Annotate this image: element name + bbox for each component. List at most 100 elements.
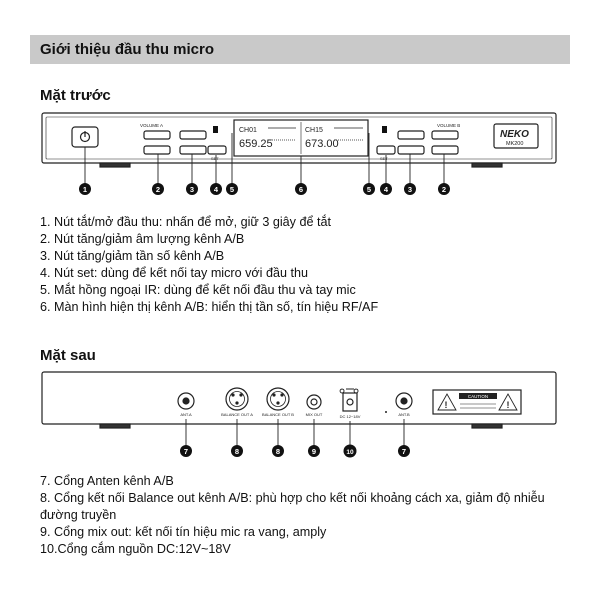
freq-a-up-button bbox=[179, 130, 207, 140]
back-callout-markers bbox=[180, 444, 410, 458]
balance-out-a-label: BALANCE OUT A bbox=[221, 412, 253, 417]
volume-b-up-button bbox=[431, 130, 459, 140]
dc-polarity-icon bbox=[339, 388, 359, 394]
ir-eye-a bbox=[213, 126, 218, 133]
display-freq-b: 673.00 bbox=[305, 138, 339, 150]
callout-number: 5 bbox=[230, 185, 234, 194]
front-section-title: Mặt trước bbox=[40, 87, 111, 104]
ir-eye-b bbox=[382, 126, 387, 133]
volume-b-down-button bbox=[431, 145, 459, 155]
callout-number: 2 bbox=[442, 185, 446, 194]
caution-text: CAUTION bbox=[468, 394, 488, 399]
brand-logo: NEKO bbox=[500, 129, 529, 140]
volume-a-label: VOLUME A bbox=[140, 123, 163, 128]
page-title: Giới thiệu đầu thu micro bbox=[40, 41, 215, 58]
volume-a-down-button bbox=[143, 145, 171, 155]
mix-out-label: MIX OUT bbox=[306, 412, 323, 417]
callout-marker bbox=[398, 445, 410, 457]
callout-marker bbox=[308, 445, 320, 457]
callout-marker bbox=[272, 445, 284, 457]
mix-out-port bbox=[306, 394, 322, 410]
list-item: 3. Nút tăng/giảm tần số kênh A/B bbox=[40, 249, 225, 263]
list-item: 9. Cổng mix out: kết nối tín hiệu mic ra… bbox=[40, 525, 327, 539]
front-callout-markers bbox=[79, 183, 450, 195]
list-item: 10.Cổng cắm nguồn DC:12V~18V bbox=[40, 542, 231, 556]
callout-marker bbox=[186, 183, 198, 195]
warning-icon bbox=[498, 393, 518, 411]
balance-out-b-port bbox=[266, 387, 290, 411]
set-a-label: SET bbox=[211, 156, 219, 161]
list-item: 8. Cổng kết nối Balance out kênh A/B: ph… bbox=[40, 491, 545, 522]
balance-out-b-label: BALANCE OUT B bbox=[262, 412, 294, 417]
volume-b-label: VOLUME B bbox=[437, 123, 460, 128]
callout-number: 2 bbox=[156, 185, 160, 194]
dc-label: DC 12~18V bbox=[340, 414, 361, 419]
antenna-a-port bbox=[177, 392, 195, 410]
list-item: 7. Cổng Anten kênh A/B bbox=[40, 474, 174, 488]
callout-number: 4 bbox=[214, 185, 219, 194]
freq-b-down-button bbox=[397, 145, 425, 155]
back-section-title: Mặt sau bbox=[40, 347, 96, 364]
callout-marker bbox=[210, 183, 222, 195]
display-freq-a: 659.25 bbox=[239, 138, 273, 150]
front-feature-list: 1. Nút tắt/mở đầu thu: nhấn để mở, giữ 3… bbox=[40, 214, 378, 316]
foot-left bbox=[99, 162, 131, 168]
callout-marker bbox=[380, 183, 392, 195]
callout-number: 5 bbox=[367, 185, 371, 194]
callout-marker bbox=[152, 183, 164, 195]
set-b-button bbox=[376, 145, 396, 155]
callout-marker bbox=[295, 183, 307, 195]
freq-b-up-button bbox=[397, 130, 425, 140]
caution-label bbox=[432, 389, 522, 415]
display-channel-b: CH15 bbox=[305, 127, 323, 134]
dc-power-port bbox=[342, 392, 358, 412]
callout-number: 3 bbox=[190, 185, 194, 194]
svg-text:!: ! bbox=[507, 400, 510, 410]
ant-b-label: ANT.B bbox=[398, 412, 410, 417]
callout-number: 4 bbox=[384, 185, 389, 194]
callout-marker bbox=[404, 183, 416, 195]
callout-marker bbox=[226, 183, 238, 195]
ant-a-label: ANT.A bbox=[180, 412, 192, 417]
back-panel-body bbox=[41, 371, 557, 425]
header-bar bbox=[30, 35, 570, 64]
callout-number: 6 bbox=[299, 185, 303, 194]
volume-a-up-button bbox=[143, 130, 171, 140]
list-item: 1. Nút tắt/mở đầu thu: nhấn để mở, giữ 3… bbox=[40, 215, 331, 229]
set-a-button bbox=[207, 145, 227, 155]
list-item: 4. Nút set: dùng để kết nối tay micro vớ… bbox=[40, 266, 308, 280]
callout-marker bbox=[438, 183, 450, 195]
back-feature-list: 7. Cổng Anten kênh A/B 8. Cổng kết nối B… bbox=[40, 473, 550, 558]
callout-number: 8 bbox=[276, 447, 280, 456]
list-item: 6. Màn hình hiện thị kênh A/B: hiển thị … bbox=[40, 300, 379, 314]
foot-right bbox=[471, 162, 503, 168]
list-item: 5. Mắt hồng ngoại IR: dùng để kết nối đầ… bbox=[40, 283, 356, 297]
antenna-b-port bbox=[395, 392, 413, 410]
foot-right bbox=[471, 423, 503, 429]
callout-number: 7 bbox=[402, 447, 406, 456]
freq-a-down-button bbox=[179, 145, 207, 155]
callout-marker bbox=[363, 183, 375, 195]
set-b-label: SET bbox=[380, 156, 388, 161]
callout-number: 3 bbox=[408, 185, 412, 194]
balance-out-a-port bbox=[225, 387, 249, 411]
list-item: 2. Nút tăng/giảm âm lượng kênh A/B bbox=[40, 232, 245, 246]
callout-number: 9 bbox=[312, 447, 316, 456]
callout-marker bbox=[231, 445, 243, 457]
callout-number: 10 bbox=[346, 449, 354, 456]
callout-number: 1 bbox=[83, 185, 87, 194]
svg-text:!: ! bbox=[445, 400, 448, 410]
callout-number: 8 bbox=[235, 447, 239, 456]
caution-icons bbox=[339, 388, 518, 411]
callout-number: 7 bbox=[184, 447, 188, 456]
front-panel-body bbox=[41, 112, 557, 164]
display-channel-a: CH01 bbox=[239, 127, 257, 134]
callout-marker bbox=[180, 445, 192, 457]
foot-left bbox=[99, 423, 131, 429]
warning-icon bbox=[437, 393, 457, 411]
callout-marker bbox=[79, 183, 91, 195]
model-label: MK200 bbox=[506, 141, 523, 147]
callout-marker bbox=[343, 444, 357, 458]
signal-bars bbox=[268, 127, 363, 141]
